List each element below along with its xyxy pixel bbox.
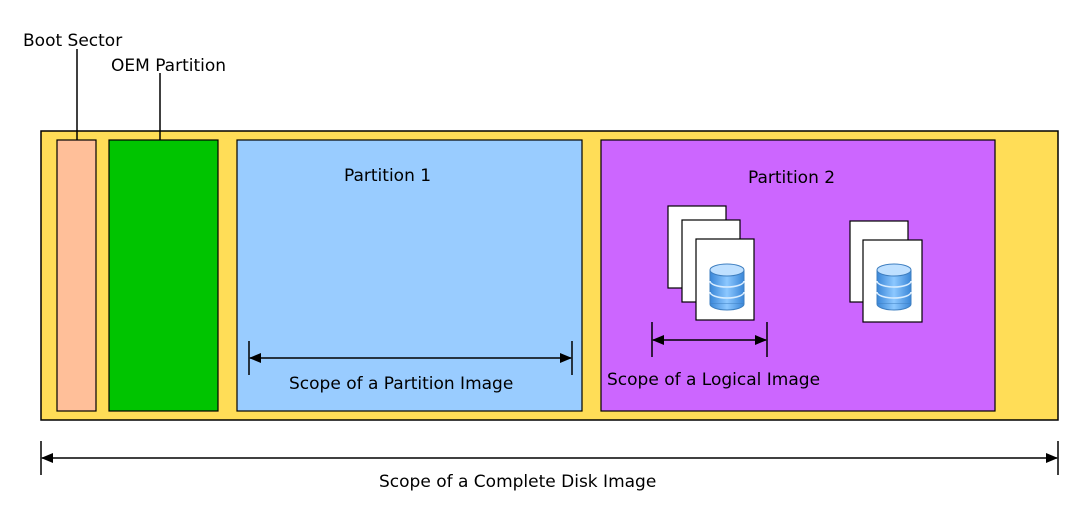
partition-image-scope-label: Scope of a Partition Image (289, 374, 513, 394)
boot-sector-label: Boot Sector (23, 31, 122, 51)
boot-sector-block (56, 139, 97, 412)
file-stack-icon (849, 220, 923, 323)
disk-image-scope-label: Scope of a Complete Disk Image (379, 472, 656, 492)
database-icon (876, 263, 912, 311)
partition-2-block (600, 139, 996, 412)
partition-2-label: Partition 2 (748, 168, 835, 188)
database-icon (709, 263, 745, 311)
partition-1-label: Partition 1 (344, 166, 431, 186)
logical-image-scope-label: Scope of a Logical Image (607, 370, 820, 390)
partition-1-block (236, 139, 583, 412)
oem-partition-label: OEM Partition (111, 56, 226, 76)
oem-partition-block (108, 139, 219, 412)
file-stack-icon (667, 205, 755, 321)
